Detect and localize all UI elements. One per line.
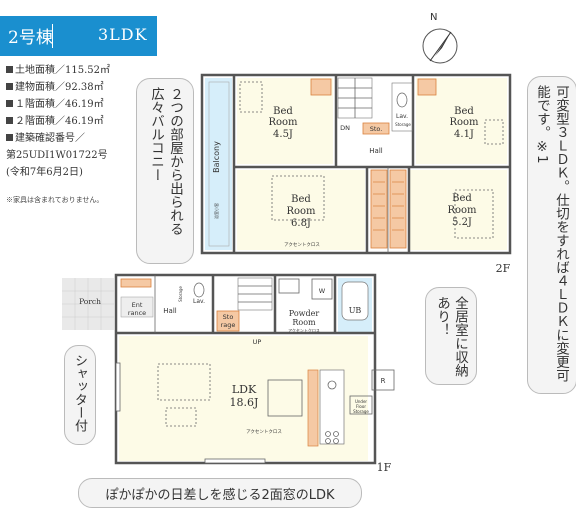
floor2-stairs — [337, 77, 373, 119]
floor2-bed_ne-0-label: Bed — [454, 106, 474, 117]
floor2-lav-1-label: Storage — [395, 122, 411, 127]
floor2-bed_se-1-label: Room — [447, 205, 477, 216]
floor2-sto-label: Sto. — [370, 125, 383, 133]
floor1-entrance-1-label: rance — [128, 309, 146, 317]
info-permit-number: 第25UDI1W01722号 — [6, 150, 108, 161]
floor1-porch-label: Porch — [79, 297, 101, 306]
floor1-entrance-0-label: Ent — [132, 301, 143, 309]
floor1-lav-label: Lav. — [193, 298, 205, 305]
floor1-r-label: R — [381, 377, 386, 385]
ldk-window-west — [115, 362, 121, 412]
floor1-toilet-icon — [193, 282, 205, 298]
info-floor2-area: ２階面積／46.19㎡ — [6, 114, 104, 129]
info-permit-label: 建築確認番号／ — [6, 131, 85, 146]
shoe-storage — [120, 278, 152, 288]
floor1-storage_small-label: Storage — [178, 286, 183, 302]
floor1-storage-1-label: rage — [221, 321, 236, 329]
floor1-ldk-1-label: 18.6J — [230, 396, 259, 409]
floor2-plan: Bed Room 4.5J Bed Room 4.1J Bed Room 6.8… — [200, 73, 512, 275]
callout-shutter-bubble: シャッター付 — [64, 345, 96, 445]
building-number: 2号棟 — [8, 28, 53, 48]
floor1-up-label: UP — [253, 338, 262, 346]
refrigerator-box — [371, 369, 395, 391]
info-building-area: 建物面積／92.38㎡ — [6, 80, 104, 95]
balcony-floor — [205, 78, 232, 250]
floor2-bed_nw-2-label: 4.5J — [273, 129, 293, 140]
layout-type: 3LDK — [98, 25, 148, 44]
floor2-bed_ne-1-label: Room — [449, 117, 479, 128]
callout-storage: 全居室に収納あり！ — [434, 296, 468, 377]
floor2-closets — [310, 78, 437, 249]
floor2-bed_sw-1-label: Room — [286, 206, 316, 217]
floor1-powder-1-label: Room — [292, 318, 316, 327]
furniture-note: ※家具は含まれておりません。 — [6, 196, 104, 204]
floor2-dn-label: DN — [340, 124, 350, 132]
callout-balcony: ２つの部屋から出られる広々バルコニー — [148, 87, 183, 236]
title-badge: 2号棟 3LDK — [0, 16, 157, 56]
floor1-accent_powder-label: アクセントクロス — [288, 327, 320, 333]
kitchen-counter — [319, 369, 345, 445]
floor2-bed_nw-1-label: Room — [268, 117, 298, 128]
floor2-balcony-label: Balcony — [212, 141, 221, 173]
floor1-storage-box — [216, 310, 240, 332]
callout-ldk-bubble: ぽかぽかの日差しを感じる2面窓のLDK — [78, 478, 362, 508]
floor1-under_floor-2-label: Storage — [353, 409, 369, 414]
floor1-hall-label: Hall — [163, 307, 176, 315]
callout-storage-bubble: 全居室に収納あり！ — [425, 287, 477, 385]
floor1-label-label: 1F — [377, 461, 392, 474]
floor2-sto-box — [362, 122, 390, 135]
floor2-bed_se-0-label: Bed — [452, 193, 472, 204]
floor2-bed_sw-0-label: Bed — [291, 194, 311, 205]
callout-balcony-bubble: ２つの部屋から出られる広々バルコニー — [136, 78, 194, 264]
callout-variable: 可変型３ＬＤＫ。仕切をすれば４ＬＤＫに変更可能です。※1 — [534, 85, 569, 382]
floor1-under_floor-0-label: Under — [355, 399, 367, 404]
floor1-plan: Porch Ent rance Hall Storage Sto rage La… — [62, 273, 395, 474]
entrance-floor — [120, 296, 154, 318]
floor2-toilet-icon — [396, 92, 408, 108]
floor2-hall-label: Hall — [369, 147, 382, 155]
divider — [52, 24, 53, 48]
compass-label: N — [430, 12, 437, 23]
info-floor1-area: １階面積／46.19㎡ — [6, 97, 104, 112]
floor1-accent_ldk-label: アクセントクロス — [246, 429, 282, 435]
info-permit-date: (令和7年6月2日) — [6, 167, 83, 178]
ldk-window-south — [204, 458, 266, 464]
floor2-label-label: 2F — [496, 262, 511, 275]
floor1-w-label: W — [319, 287, 326, 295]
floor1-stairs — [237, 277, 273, 311]
floor1-ldk-0-label: LDK — [232, 383, 257, 396]
floor2-window_note-label: 浴室小窓 — [213, 203, 219, 219]
bathtub-icon — [341, 281, 369, 321]
compass: N — [422, 12, 458, 64]
floor2-bed-sw-floor — [237, 170, 365, 250]
floor2-bed_sw-2-label: 6.8J — [291, 218, 311, 229]
floor1-storage-0-label: Sto — [223, 313, 234, 321]
floor2-accent-label: アクセントクロス — [284, 242, 320, 248]
floor1-under_floor-1-label: Floor — [356, 404, 366, 409]
callout-variable-bubble: 可変型３ＬＤＫ。仕切をすれば４ＬＤＫに変更可能です。※1 — [527, 76, 576, 394]
floor1-powder-0-label: Powder — [289, 309, 320, 318]
floor2-lav-0-label: Lav. — [396, 113, 408, 120]
floor2-bed_ne-2-label: 4.1J — [454, 129, 474, 140]
floor2-bed-se-floor — [410, 170, 507, 250]
floor2-bed_se-2-label: 5.2J — [452, 217, 472, 228]
info-land-area: 土地面積／115.52㎡ — [6, 63, 110, 78]
floor1-ub-label: UB — [349, 306, 362, 315]
floor2-outer-wall — [200, 73, 512, 255]
sink-icon — [327, 380, 337, 390]
callout-ldk: ぽかぽかの日差しを感じる2面窓のLDK — [105, 488, 335, 503]
floor2-bed_nw-0-label: Bed — [273, 106, 293, 117]
callout-shutter: シャッター付 — [72, 354, 87, 432]
